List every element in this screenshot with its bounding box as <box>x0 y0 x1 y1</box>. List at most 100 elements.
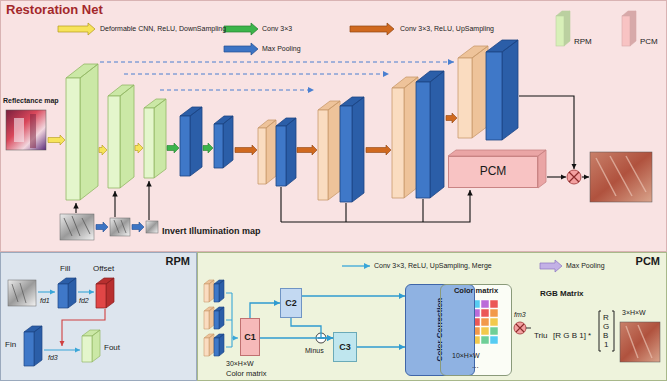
decoder-block <box>276 126 286 186</box>
legend-arrow <box>58 23 95 35</box>
image-thumbnail <box>110 218 130 236</box>
color-cube-grid <box>481 318 489 326</box>
color-cube-grid <box>490 309 498 317</box>
matrix-box: Color matrix <box>440 284 512 376</box>
decoder-block <box>258 128 266 184</box>
encoder-block <box>108 85 134 188</box>
legend-swatch <box>556 11 570 46</box>
matrix-entry: R <box>603 313 609 322</box>
feature-symbol: fm3 <box>514 311 526 319</box>
panel-ground <box>0 252 197 381</box>
color-cube-grid <box>454 300 462 308</box>
image-thumbnail <box>8 280 36 306</box>
feature-cube <box>204 334 214 356</box>
flow-arrow <box>48 135 65 145</box>
decoder-block <box>318 110 328 200</box>
network-panel: Restoration NetPCM <box>0 0 667 252</box>
part-label: Offset <box>93 264 114 273</box>
feature-box: C2 <box>280 288 302 318</box>
rpm-block <box>96 278 114 308</box>
multiply-symbol <box>567 170 581 184</box>
encoder-block <box>144 108 154 178</box>
flow-arrow <box>446 113 457 123</box>
feature-cube <box>204 338 209 356</box>
legend-text: Conv 3×3, ReLU, UpSampling <box>400 25 494 33</box>
legend-arrow <box>342 265 370 266</box>
image-thumbnail <box>596 156 646 196</box>
image-thumbnail <box>590 152 652 202</box>
feature-cube <box>214 338 219 356</box>
feature-symbol: fd1 <box>40 297 50 305</box>
image-thumbnail <box>30 114 36 148</box>
legend-arrow <box>224 43 258 55</box>
rpm-wire <box>38 291 55 292</box>
legend-text: Deformable CNN, ReLU, DownSampling <box>100 25 226 33</box>
merge-wire <box>226 293 238 347</box>
legend-arrow <box>342 266 370 267</box>
feature-box: C3 <box>333 332 357 362</box>
node-text: C3 <box>339 342 351 352</box>
flow-arrow <box>48 113 457 232</box>
legend-text: Max Pooling <box>566 262 605 270</box>
color-cube-grid <box>454 327 462 335</box>
color-cube-grid <box>454 300 498 344</box>
decoder-block <box>258 120 276 184</box>
multiply-symbol <box>567 170 581 184</box>
feature-cube <box>214 334 224 356</box>
legend-text: PCM <box>640 37 658 46</box>
decoder-block <box>258 40 518 202</box>
image-thumbnail <box>12 283 26 303</box>
wire <box>582 176 589 177</box>
feature-cube <box>204 311 209 329</box>
feature-cube <box>204 284 209 302</box>
part-label: Fout <box>104 343 120 352</box>
flow-connector <box>302 295 405 296</box>
decoder-block <box>340 106 352 202</box>
panel-ground <box>440 284 512 376</box>
conv-block <box>214 116 233 168</box>
encoder-block <box>144 99 166 178</box>
flow-connector <box>250 303 280 318</box>
wire <box>281 187 470 222</box>
image-thumbnail <box>6 110 660 362</box>
wire <box>114 191 115 217</box>
rpm-wire <box>44 349 80 350</box>
multiply-symbol <box>516 324 524 332</box>
node-text: Color Correction <box>435 298 444 362</box>
legend-text: Max Pooling <box>262 45 301 53</box>
image-thumbnail <box>6 110 46 150</box>
node-text: C2 <box>285 298 297 308</box>
decoder-block <box>458 46 488 138</box>
legend-swatch <box>622 11 636 46</box>
module-box-faces <box>448 150 546 188</box>
legend-text: Conv 3×3, ReLU, UpSampling, Merge <box>374 262 492 270</box>
rpm-block <box>58 278 76 308</box>
color-cube-grid <box>472 300 480 308</box>
matrix-entry: G <box>603 322 609 331</box>
rpm-block <box>24 332 34 366</box>
color-cube-grid <box>472 336 480 344</box>
legend-arrow <box>350 23 394 35</box>
decoder-block <box>318 101 340 200</box>
skip-connection <box>160 90 314 91</box>
color-cube-grid <box>454 318 462 326</box>
merge-wire <box>226 293 238 347</box>
image-thumbnail <box>60 214 94 240</box>
image-thumbnail <box>146 221 158 233</box>
color-cube-grid <box>481 327 489 335</box>
multiply-symbol <box>526 328 531 329</box>
wire <box>75 203 76 213</box>
image-thumbnail <box>14 118 24 142</box>
conv-block <box>180 107 233 176</box>
color-cube-grid <box>481 336 489 344</box>
operation-label: Minus <box>305 347 324 355</box>
matrix-bracket <box>599 311 614 351</box>
legend-arrow <box>540 260 562 272</box>
color-cube-grid <box>490 300 498 308</box>
multiply-symbol <box>569 172 579 182</box>
color-cube-grid <box>472 309 480 317</box>
color-cube-grid <box>481 300 489 308</box>
flow-connector <box>440 329 475 330</box>
